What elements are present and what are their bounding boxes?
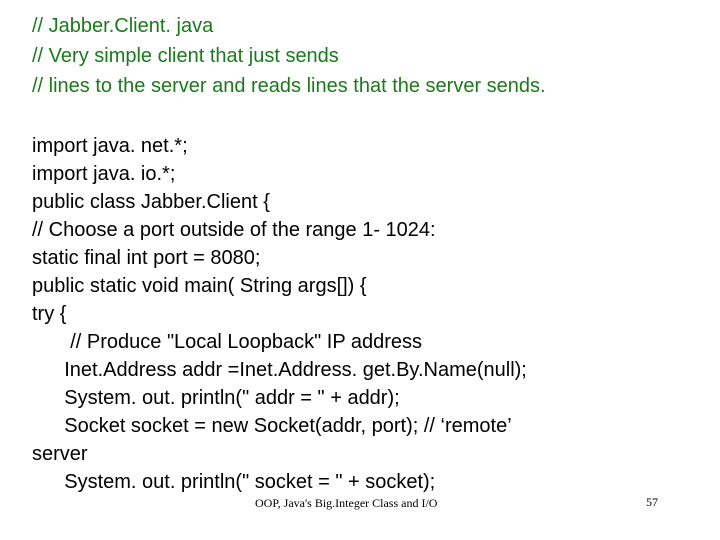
code-line-import-io: import java. io.*; [32, 163, 176, 185]
code-line-server-wrap: server [32, 443, 88, 465]
header-comment-line-1: // Jabber.Client. java [32, 15, 214, 37]
code-line-try: try { [32, 303, 67, 325]
code-line-port-comment: // Choose a port outside of the range 1-… [32, 219, 436, 241]
header-comment-line-3: // lines to the server and reads lines t… [32, 75, 546, 97]
header-comment-line-2: // Very simple client that just sends [32, 45, 339, 67]
code-line-import-net: import java. net.*; [32, 135, 188, 157]
code-line-class-decl: public class Jabber.Client { [32, 191, 270, 213]
code-line-println-addr: System. out. println(" addr = " + addr); [42, 387, 400, 409]
footer-title: OOP, Java's Big.Integer Class and I/O [255, 496, 438, 510]
code-line-main-decl: public static void main( String args[]) … [32, 275, 367, 297]
code-line-loopback-comment: // Produce "Local Loopback" IP address [48, 331, 423, 353]
code-line-socket-new: Socket socket = new Socket(addr, port); … [42, 415, 512, 437]
code-line-println-socket: System. out. println(" socket = " + sock… [42, 471, 436, 493]
code-line-port-decl: static final int port = 8080; [32, 247, 261, 269]
page-number: 57 [646, 495, 658, 509]
code-line-inetaddress: Inet.Address addr =Inet.Address. get.By.… [42, 359, 527, 381]
